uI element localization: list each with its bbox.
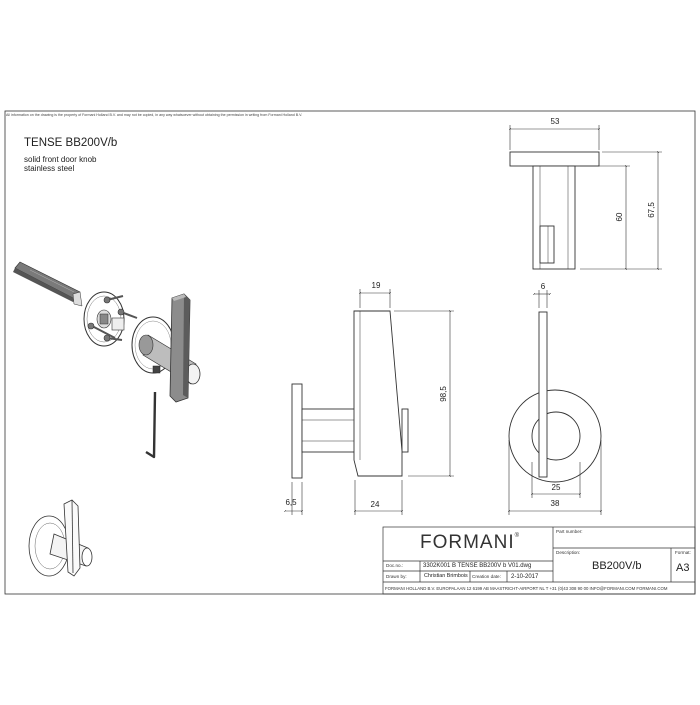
front-view: [508, 311, 602, 483]
title-block-frame: [382, 526, 696, 595]
drawn-by-value: Christian Brimbois: [424, 573, 468, 579]
format-value: A3: [676, 562, 690, 574]
description-value: BB200V/b: [592, 560, 642, 572]
product-material: stainless steel: [24, 164, 75, 173]
mounting-screws: [87, 295, 138, 342]
format-label: Format:: [675, 550, 691, 555]
dim-front-knob-diameter: 25: [551, 483, 561, 492]
spindle: [13, 261, 83, 307]
top-view-dimension-lines: [510, 125, 662, 269]
sheet-border: [4, 110, 696, 595]
side-view: [291, 310, 409, 479]
dim-side-total-height: 98,5: [439, 386, 448, 402]
side-view-dimension-lines: [285, 289, 454, 515]
allen-key: [145, 391, 157, 459]
doc-no-value: 3302K001 B TENSE BB200V b V01.dwg: [423, 563, 532, 569]
drawing-title: TENSE BB200V/b: [24, 137, 118, 149]
creation-date-label: Creation date:: [472, 574, 501, 579]
copyright-notice: All information on the drawing is the pr…: [6, 113, 303, 117]
top-view: [509, 151, 600, 270]
dim-top-height-outer: 67,5: [647, 202, 656, 218]
dim-top-height-inner: 60: [615, 212, 624, 222]
grub-screw: [152, 365, 161, 374]
drawn-by-label: Drawn by:: [386, 574, 407, 579]
company-footer: FORMANI HOLLAND B.V. EUROPALAAN 12 6199 …: [385, 586, 668, 591]
description-label: Description:: [556, 550, 581, 555]
dim-side-lever-width: 19: [371, 281, 381, 290]
dim-side-rose-thickness: 6,5: [285, 498, 297, 507]
part-number-label: Part number:: [556, 529, 583, 534]
dim-side-projection: 24: [370, 500, 380, 509]
creation-date-value: 2-10-2017: [511, 574, 539, 580]
dim-front-rose-diameter: 38: [550, 499, 560, 508]
front-view-dimension-lines: [509, 290, 601, 515]
product-description: solid front door knob: [24, 155, 97, 164]
dim-top-width: 53: [550, 117, 560, 126]
doc-no-label: Doc.no.:: [386, 563, 404, 568]
brand-logo-text: FORMANI®: [420, 532, 521, 553]
exploded-view: [13, 261, 201, 459]
dim-front-lever-width: 6: [540, 282, 546, 291]
thumbnail-3d-view: [28, 499, 93, 577]
lever: [169, 293, 191, 403]
